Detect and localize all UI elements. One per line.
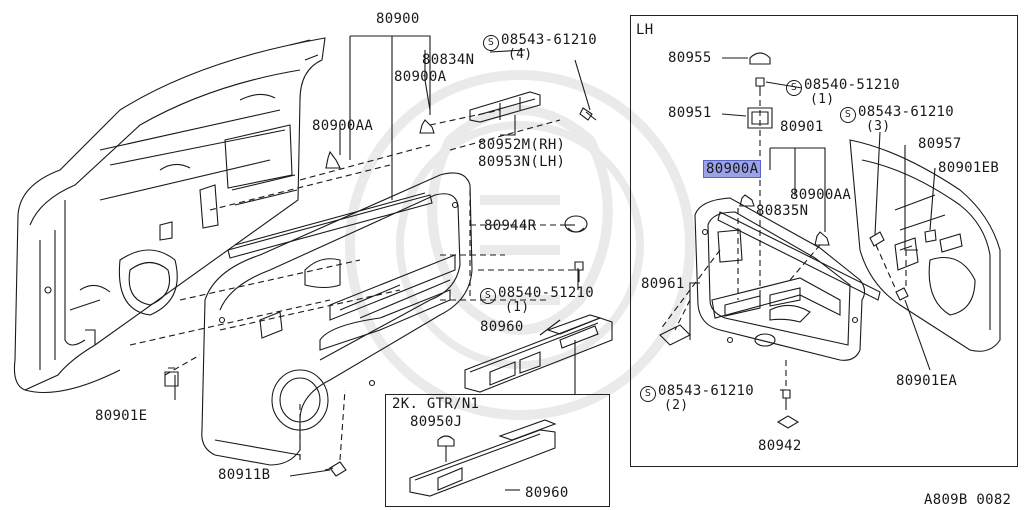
- panel-title-lh: LH: [636, 22, 654, 38]
- screw-top: [579, 107, 597, 121]
- clip-80901E: [164, 367, 179, 387]
- drawing-code: A809B 0082: [924, 492, 1012, 508]
- clip-pin-2: [419, 119, 435, 134]
- screw-symbol-icon: S: [786, 80, 802, 96]
- leader-lines-lh: [689, 57, 936, 391]
- screw-symbol-icon: S: [640, 386, 656, 402]
- label-80835N[interactable]: 80835N: [756, 203, 809, 219]
- screw-part-number: 08543-61210: [858, 104, 955, 120]
- qty-screw-c: (2): [664, 398, 689, 413]
- label-80900AA-lh[interactable]: 80900AA: [790, 187, 852, 203]
- label-80901EB[interactable]: 80901EB: [938, 160, 1000, 176]
- label-80957[interactable]: 80957: [918, 136, 962, 152]
- qty-screw-a: (1): [810, 92, 835, 107]
- switch-bezel-80960: [464, 314, 613, 393]
- qty-screw-b: (3): [866, 119, 891, 134]
- screw-part-number: 08543-61210: [501, 32, 598, 48]
- label-80900A-highlighted[interactable]: 80900A: [703, 160, 762, 178]
- label-80900A[interactable]: 80900A: [394, 69, 447, 85]
- lh-door-frame: [849, 139, 1001, 352]
- lh-trim-panel: [694, 197, 866, 361]
- label-80900[interactable]: 80900: [376, 11, 420, 27]
- label-80900AA[interactable]: 80900AA: [312, 118, 374, 134]
- qty-screw-top: (4): [508, 47, 533, 62]
- screw-symbol-icon: S: [483, 35, 499, 51]
- label-80942[interactable]: 80942: [758, 438, 802, 454]
- label-80961[interactable]: 80961: [641, 276, 685, 292]
- clip-pin-1: [325, 150, 341, 169]
- screw-mid: [574, 261, 584, 282]
- leader-lines-main: [174, 35, 591, 477]
- lh-weatherstrip: [717, 211, 881, 301]
- qty-screw-mid: (1): [505, 300, 530, 315]
- label-80950J[interactable]: 80950J: [410, 414, 463, 430]
- screw-symbol-icon: S: [840, 107, 856, 123]
- bracket-80952: [469, 91, 541, 123]
- screw-80911B: [324, 461, 347, 477]
- door-inner-frame: [13, 37, 326, 394]
- screw-part-number: 08540-51210: [804, 77, 901, 93]
- label-80944R[interactable]: 80944R: [484, 218, 537, 234]
- label-80960[interactable]: 80960: [480, 319, 524, 335]
- door-trim-panel: [201, 172, 473, 466]
- weatherstrip-80900: [227, 194, 433, 259]
- inset-parts: [409, 419, 557, 497]
- label-80953N[interactable]: 80953N(LH): [478, 154, 566, 170]
- lh-detail-panel: [630, 15, 1018, 467]
- screw-symbol-icon: S: [480, 288, 496, 304]
- screw-part-number: 08543-61210: [658, 383, 755, 399]
- screw-part-number: 08540-51210: [498, 285, 595, 301]
- label-80834N[interactable]: 80834N: [422, 52, 475, 68]
- label-80960-inset[interactable]: 80960: [525, 485, 569, 501]
- label-80951[interactable]: 80951: [668, 105, 712, 121]
- label-80901[interactable]: 80901: [780, 119, 824, 135]
- label-80955[interactable]: 80955: [668, 50, 712, 66]
- lh-parts: [659, 52, 963, 429]
- gtr-inset-box: [385, 394, 610, 507]
- label-80901EA[interactable]: 80901EA: [896, 373, 958, 389]
- cap-80944R: [564, 215, 588, 233]
- label-80911B[interactable]: 80911B: [218, 467, 271, 483]
- label-80901E[interactable]: 80901E: [95, 408, 148, 424]
- label-80952M[interactable]: 80952M(RH): [478, 137, 566, 153]
- inset-title: 2K. GTR/N1: [392, 396, 480, 412]
